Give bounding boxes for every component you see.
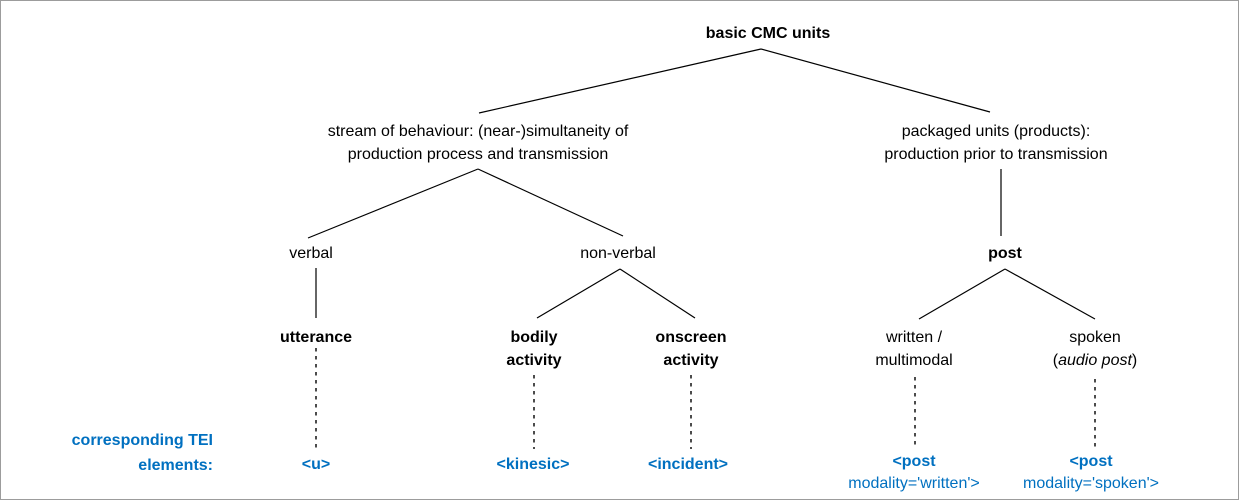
tei-incident-label: <incident> bbox=[647, 456, 729, 473]
tei-caption-line2: elements: bbox=[138, 457, 213, 474]
verbal-label: verbal bbox=[289, 245, 333, 262]
tei-element-kinesic: <kinesic> bbox=[497, 453, 570, 476]
edge-nonverbal-to-onscreen bbox=[619, 268, 696, 319]
edge-post-to-written bbox=[918, 268, 1006, 320]
spoken-paren-close: ) bbox=[1131, 352, 1138, 369]
root-label: basic CMC units bbox=[705, 25, 831, 42]
tei-caption-line1: corresponding TEI bbox=[71, 432, 213, 449]
onscreen-line1: onscreen bbox=[655, 329, 727, 346]
node-bodily-activity: bodily activity bbox=[506, 326, 561, 372]
tei-caption: corresponding TEI elements: bbox=[41, 428, 213, 478]
node-written-multimodal: written / multimodal bbox=[875, 326, 952, 372]
tei-kinesic-label: <kinesic> bbox=[496, 456, 570, 473]
tei-post-written-line2: modality='written'> bbox=[848, 475, 980, 492]
edge-root-to-stream bbox=[478, 48, 762, 114]
node-onscreen-activity: onscreen activity bbox=[655, 326, 726, 372]
non-verbal-label: non-verbal bbox=[580, 245, 656, 262]
written-line1: written / bbox=[885, 329, 943, 346]
tei-element-incident: <incident> bbox=[648, 453, 728, 476]
node-basic-cmc-units: basic CMC units bbox=[706, 22, 830, 45]
spoken-paren-open: ( bbox=[1052, 352, 1059, 369]
tei-element-post-spoken: <post modality='spoken'> bbox=[1023, 451, 1159, 495]
node-post: post bbox=[988, 242, 1022, 265]
spoken-line1: spoken bbox=[1069, 329, 1121, 346]
tei-element-post-written: <post modality='written'> bbox=[848, 451, 980, 495]
stream-line1: stream of behaviour: (near-)simultaneity… bbox=[327, 123, 629, 140]
onscreen-line2: activity bbox=[663, 352, 719, 369]
node-spoken-audio-post: spoken (audio post) bbox=[1053, 326, 1138, 372]
edge-post-to-spoken bbox=[1004, 268, 1096, 320]
edge-nonverbal-to-bodily bbox=[536, 268, 621, 319]
edge-stream-to-verbal bbox=[307, 168, 479, 239]
tei-post-written-line1: <post bbox=[892, 453, 936, 470]
tei-post-spoken-line2: modality='spoken'> bbox=[1023, 475, 1159, 492]
stream-line2: production process and transmission bbox=[347, 146, 609, 163]
node-utterance: utterance bbox=[280, 326, 352, 349]
packaged-line1: packaged units (products): bbox=[901, 123, 1091, 140]
node-packaged-units: packaged units (products): production pr… bbox=[884, 120, 1107, 166]
tei-post-spoken-line1: <post bbox=[1069, 453, 1113, 470]
utterance-label: utterance bbox=[279, 329, 353, 346]
node-stream-of-behaviour: stream of behaviour: (near-)simultaneity… bbox=[328, 120, 629, 166]
bodily-line1: bodily bbox=[510, 329, 558, 346]
edge-root-to-packaged bbox=[760, 48, 991, 113]
tei-u-label: <u> bbox=[301, 456, 331, 473]
spoken-audio-post-italic: audio post bbox=[1058, 352, 1132, 369]
node-verbal: verbal bbox=[289, 242, 333, 265]
tei-element-u: <u> bbox=[302, 453, 330, 476]
written-line2: multimodal bbox=[875, 352, 953, 369]
edge-stream-to-nonverbal bbox=[477, 168, 624, 237]
node-non-verbal: non-verbal bbox=[580, 242, 656, 265]
post-label: post bbox=[988, 245, 1022, 262]
spoken-line2: (audio post) bbox=[1053, 349, 1138, 372]
packaged-line2: production prior to transmission bbox=[884, 146, 1108, 163]
bodily-line2: activity bbox=[506, 352, 562, 369]
